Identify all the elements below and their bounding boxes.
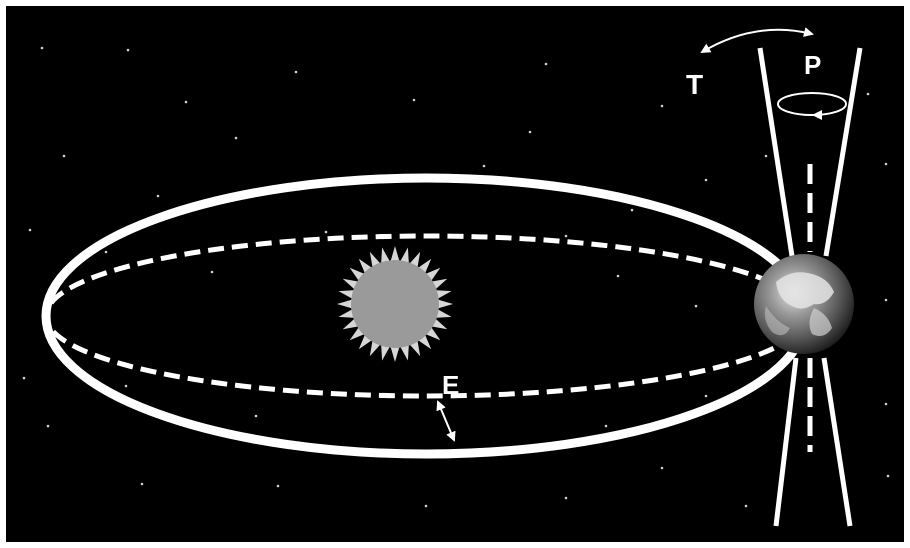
star: [765, 155, 768, 158]
star: [885, 163, 888, 166]
star: [885, 403, 888, 406]
star: [661, 105, 664, 108]
star: [565, 235, 568, 238]
star: [483, 165, 486, 168]
star: [661, 467, 664, 470]
milankovitch-diagram: E P T: [6, 6, 904, 542]
star: [63, 155, 66, 158]
star: [529, 131, 532, 134]
star: [29, 229, 32, 232]
star: [617, 275, 620, 278]
star: [425, 505, 428, 508]
star: [127, 49, 130, 52]
star: [23, 377, 26, 380]
star: [235, 137, 238, 140]
star: [413, 99, 416, 102]
earth-icon: [754, 254, 854, 354]
star: [185, 101, 188, 104]
star: [295, 71, 298, 74]
eccentricity-label: E: [442, 370, 459, 400]
orbit-diagram-svg: E P T: [6, 6, 904, 542]
star: [887, 475, 890, 478]
star: [545, 63, 548, 66]
star: [745, 505, 748, 508]
precession-label: P: [804, 50, 821, 80]
star: [631, 209, 634, 212]
star: [695, 305, 698, 308]
star: [105, 251, 108, 254]
star: [157, 195, 160, 198]
star: [885, 299, 888, 302]
star: [277, 485, 280, 488]
star: [325, 231, 328, 234]
star: [867, 93, 870, 96]
star: [41, 47, 44, 50]
star: [255, 415, 258, 418]
star: [125, 385, 128, 388]
tilt-label: T: [686, 69, 703, 100]
star: [565, 497, 568, 500]
star: [605, 425, 608, 428]
star: [705, 395, 708, 398]
star: [141, 483, 144, 486]
star: [47, 425, 50, 428]
star: [705, 179, 708, 182]
star: [211, 271, 214, 274]
